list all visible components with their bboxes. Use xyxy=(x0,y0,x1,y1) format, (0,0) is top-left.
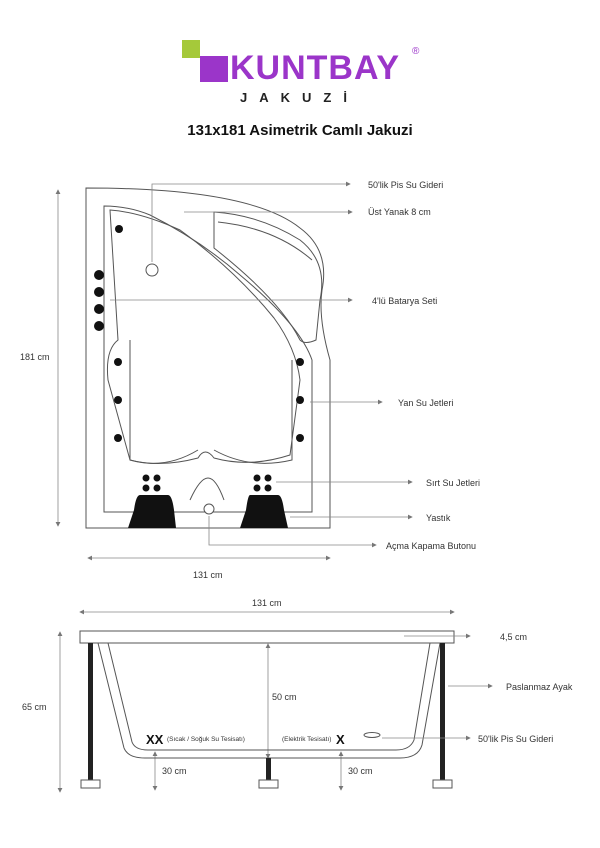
water-label: (Sıcak / Soğuk Su Tesisatı) xyxy=(167,736,245,743)
leg-foot xyxy=(80,779,101,789)
on-off-button xyxy=(203,503,215,515)
side-width-label: 131 cm xyxy=(252,598,282,608)
leg-foot xyxy=(432,779,453,789)
top-inner-rim xyxy=(103,205,313,513)
brand-logo: KUNTBAY ® JAKUZİ xyxy=(0,0,600,110)
page-title: 131x181 Asimetrik Camlı Jakuzi xyxy=(187,122,413,139)
pillow-left xyxy=(128,495,176,528)
side-tub-outer xyxy=(97,642,441,759)
side-legs xyxy=(80,643,453,789)
pillow-right xyxy=(240,495,288,528)
side-height-label: 65 cm xyxy=(22,702,47,712)
water-mark: XX xyxy=(146,732,164,747)
top-outer-shell xyxy=(85,187,331,529)
electric-mark: X xyxy=(336,732,345,747)
depth-label: 50 cm xyxy=(272,692,297,702)
leg xyxy=(440,643,445,780)
side-jet xyxy=(296,434,304,442)
leg xyxy=(88,643,93,780)
callout-side-jets: Yan Su Jetleri xyxy=(398,398,453,408)
back-jet xyxy=(153,474,161,482)
drain-circle xyxy=(145,263,159,277)
top-view-jets xyxy=(94,225,304,528)
side-jet xyxy=(296,358,304,366)
side-view xyxy=(79,630,455,759)
leg-label: Paslanmaz Ayak xyxy=(506,682,573,692)
top-view xyxy=(85,187,331,529)
leg-foot xyxy=(258,779,279,789)
electric-label: (Elektrik Tesisatı) xyxy=(282,736,331,743)
top-height-label: 181 cm xyxy=(20,352,50,362)
back-jet xyxy=(253,474,261,482)
logo-registered-mark: ® xyxy=(412,46,420,57)
right-offset-label: 30 cm xyxy=(348,766,373,776)
back-jet xyxy=(264,474,272,482)
battery-jet xyxy=(94,304,104,314)
leg xyxy=(266,758,271,780)
side-jet xyxy=(296,396,304,404)
top-seat xyxy=(107,209,301,465)
back-jet xyxy=(153,484,161,492)
back-jet xyxy=(253,484,261,492)
battery-jet xyxy=(94,270,104,280)
callout-rim: Üst Yanak 8 cm xyxy=(368,207,431,217)
back-jet xyxy=(142,484,150,492)
side-jet xyxy=(114,434,122,442)
back-jet xyxy=(142,474,150,482)
callout-button: Açma Kapama Butonu xyxy=(386,541,476,551)
side-drain-label: 50'lik Pis Su Gideri xyxy=(478,734,553,744)
logo-green-square xyxy=(182,40,200,58)
side-tub-inner xyxy=(107,642,431,751)
side-drain xyxy=(363,732,381,738)
thickness-label: 4,5 cm xyxy=(500,632,527,642)
top-glass-panel xyxy=(213,211,323,343)
callout-battery: 4'lü Batarya Seti xyxy=(372,296,437,306)
battery-jet xyxy=(94,287,104,297)
logo-brand-text: KUNTBAY xyxy=(230,49,401,87)
back-jet xyxy=(264,484,272,492)
side-jet xyxy=(114,396,122,404)
logo-purple-block xyxy=(200,56,228,82)
side-rim xyxy=(79,630,455,644)
battery-jet xyxy=(94,321,104,331)
logo-subtitle: JAKUZİ xyxy=(240,90,359,105)
side-jet xyxy=(115,225,123,233)
top-footwell xyxy=(129,340,199,464)
left-offset-label: 30 cm xyxy=(162,766,187,776)
callout-pillow: Yastık xyxy=(426,513,451,523)
callout-drain: 50'lik Pis Su Gideri xyxy=(368,180,443,190)
side-jet xyxy=(114,358,122,366)
callout-back-jets: Sırt Su Jetleri xyxy=(426,478,480,488)
top-width-label: 131 cm xyxy=(193,570,223,580)
